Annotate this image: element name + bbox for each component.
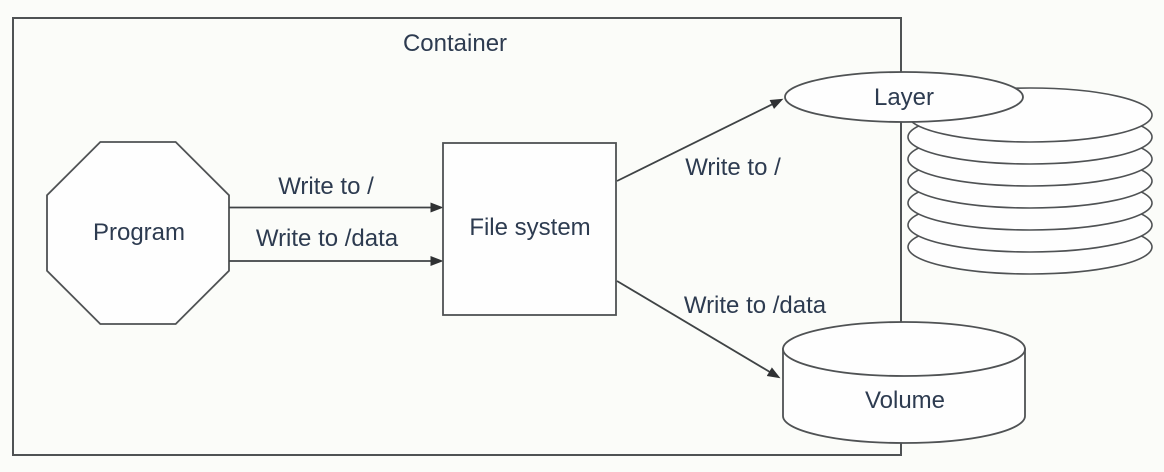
- volume-node-top: [782, 321, 1026, 377]
- container-label: Container: [403, 30, 507, 57]
- layer-label: Layer: [874, 84, 934, 111]
- edge-label-write-root-left: Write to /: [278, 173, 374, 200]
- volume-label: Volume: [865, 387, 945, 414]
- edge-label-write-root-right: Write to /: [685, 154, 781, 181]
- arrow-filesystem-to-layer: [616, 98, 784, 182]
- program-node: [46, 141, 230, 325]
- file-system-node: [442, 142, 617, 316]
- file-system-label: File system: [469, 214, 590, 241]
- layer-node: [784, 71, 1024, 123]
- program-label: Program: [93, 219, 185, 246]
- arrow-filesystem-to-volume: [616, 280, 781, 379]
- container-boundary: [12, 17, 902, 456]
- edge-label-write-data-left: Write to /data: [256, 225, 399, 252]
- edge-label-write-data-right: Write to /data: [684, 292, 827, 319]
